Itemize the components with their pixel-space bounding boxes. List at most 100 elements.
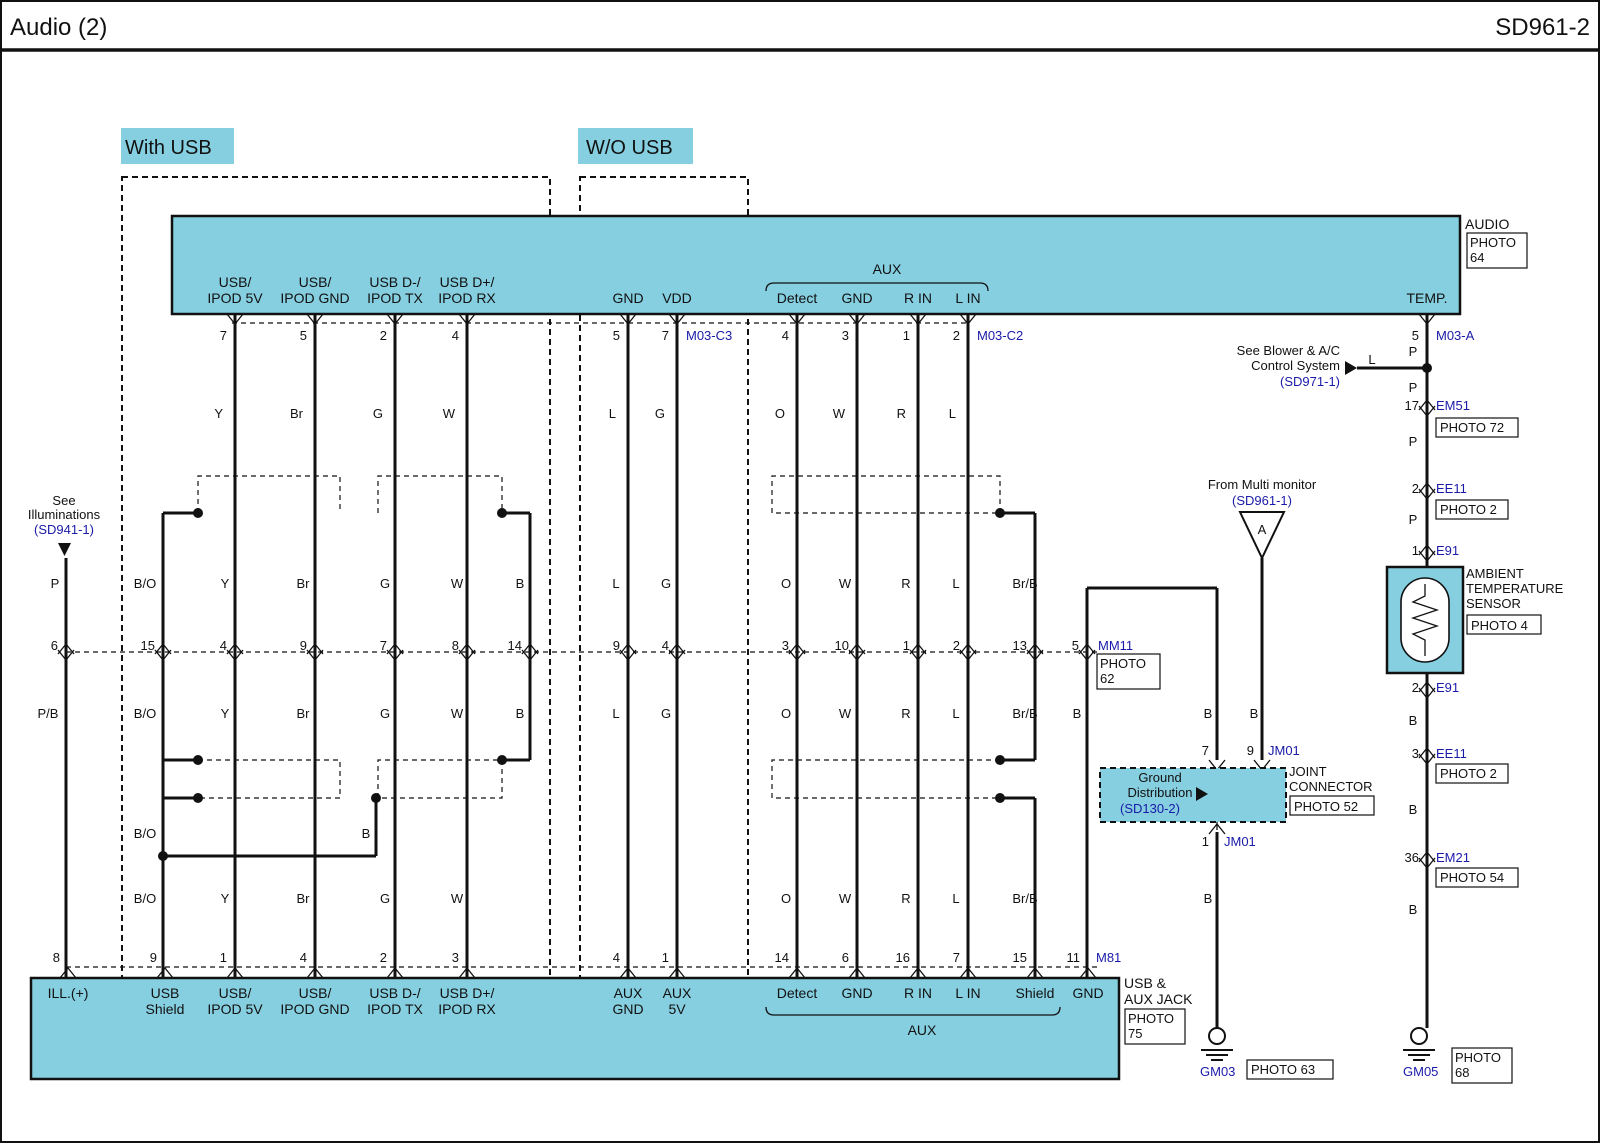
- mm11-photo-line1: PHOTO: [1100, 656, 1146, 671]
- mm11-pin-number: 6: [51, 638, 58, 653]
- wire-color-lower: Br: [297, 891, 311, 906]
- temp-chain-photo-box: [1435, 867, 1519, 888]
- jack-pin-number: 4: [300, 950, 307, 965]
- jm01-top-label: JM01: [1268, 743, 1300, 758]
- mm11-photo-box: [1096, 653, 1161, 690]
- resistor-icon: [1410, 584, 1440, 656]
- wire-color-mid-lower: B/O: [134, 706, 156, 721]
- jack-photo-line1: PHOTO: [1128, 1011, 1174, 1026]
- sensor-name-line2: TEMPERATURE: [1466, 581, 1564, 596]
- wire-color-lower: Y: [221, 891, 230, 906]
- wire-color-upper: L: [949, 406, 956, 421]
- mm11-pin-number: 9: [300, 638, 307, 653]
- temp-chain-chevron: [1418, 753, 1436, 766]
- ground-gm05: GM05 PHOTO 68: [1403, 1027, 1513, 1084]
- jack-photo-line2: 75: [1128, 1026, 1142, 1041]
- jack-pin-label: USB D+/: [440, 985, 495, 1001]
- jack-pin-number: 8: [53, 950, 60, 965]
- jm-wire-color: B: [1204, 891, 1213, 906]
- mm11-chevron-bottom: [848, 649, 866, 662]
- wire-color-mid-upper: W: [839, 576, 852, 591]
- mm11-chevron-top: [386, 642, 404, 655]
- temp-chain-pin: 17: [1405, 398, 1419, 413]
- wire-color-mid-upper: L: [952, 576, 959, 591]
- jack-pin-label: R IN: [904, 985, 932, 1001]
- temp-chain-connector: EE11: [1436, 481, 1467, 496]
- ground-dist-line2: Distribution: [1127, 785, 1192, 800]
- jack-pin-chevron: [156, 966, 174, 979]
- audio-pin-label: USB/: [299, 274, 332, 290]
- with-usb-tag: [121, 128, 234, 164]
- audio-pin-number: 5: [300, 328, 307, 343]
- audio-aux-label: AUX: [873, 261, 902, 277]
- mm11-chevron-bottom: [788, 649, 806, 662]
- wo-usb-tag: [578, 128, 693, 164]
- wire-color-mid-lower: R: [901, 706, 910, 721]
- mm11-pin-number: 9: [613, 638, 620, 653]
- jm01-out-chevron: [1208, 822, 1226, 835]
- audio-aux-brace: [765, 282, 989, 292]
- temp-chain-chevron: [1418, 850, 1436, 863]
- temp-chain-pin: 3: [1412, 746, 1419, 761]
- jack-pin-label: USB: [151, 985, 180, 1001]
- jack-pin-number: 14: [775, 950, 789, 965]
- audio-pin-chevron: [458, 313, 476, 326]
- audio-pin-chevron: [386, 313, 404, 326]
- audio-connector-c3: M03-C3: [686, 328, 732, 343]
- audio-pin-chevron: [909, 313, 927, 326]
- illum-arrow-icon: [58, 543, 71, 556]
- audio-pin-number: 7: [662, 328, 669, 343]
- wire-color-mid-upper: Br/B: [1012, 576, 1037, 591]
- jack-pin-number: 7: [953, 950, 960, 965]
- wire-color-lower: L: [952, 891, 959, 906]
- wire-color-mid-upper: W: [451, 576, 464, 591]
- mm11-chevron-top: [668, 642, 686, 655]
- audio-pin-label: L IN: [955, 290, 980, 306]
- jack-pin-number: 6: [842, 950, 849, 965]
- joint-photo: PHOTO 52: [1294, 799, 1358, 814]
- temp-chain-chevron: [1418, 687, 1436, 700]
- jack-pin-label: USB/: [299, 985, 332, 1001]
- jack-pin-number: 1: [220, 950, 227, 965]
- temp-wire-color: P: [1409, 344, 1418, 359]
- wire-color-mid-lower: W: [839, 706, 852, 721]
- jack-pin-label: AUX: [614, 985, 643, 1001]
- temp-chain-connector: EM51: [1436, 398, 1470, 413]
- sensor-photo-box: [1466, 614, 1542, 635]
- temp-wire-color: B: [1409, 802, 1418, 817]
- blower-wire-color: L: [1368, 352, 1375, 367]
- temp-chain-connector: EM21: [1436, 850, 1470, 865]
- sensor-photo: PHOTO 4: [1471, 618, 1528, 633]
- wire-color-mid-upper: B/O: [134, 576, 156, 591]
- wire-color-upper: G: [373, 406, 383, 421]
- multi-monitor-tag: A: [1258, 522, 1267, 537]
- jack-pin-label: IPOD 5V: [207, 1001, 263, 1017]
- audio-pin-label: VDD: [662, 290, 692, 306]
- jack-pin-chevron: [848, 966, 866, 979]
- temp-chain-photo: PHOTO 2: [1440, 766, 1497, 781]
- jack-pin-label: IPOD RX: [438, 1001, 496, 1017]
- ground-gm05-label: GM05: [1403, 1064, 1438, 1079]
- wire-color-mid-lower: B: [1073, 706, 1082, 721]
- jack-pin-number: 2: [380, 950, 387, 965]
- audio-pin-label: USB D+/: [440, 274, 495, 290]
- wire-color-mid-upper: G: [661, 576, 671, 591]
- temp-chain-photo-box: [1435, 417, 1519, 438]
- temp-chain-connector: E91: [1436, 680, 1459, 695]
- shield-splice-dot: [497, 508, 507, 518]
- mm11-chevron-bottom: [306, 649, 324, 662]
- jack-pin-label: GND: [1072, 985, 1103, 1001]
- temp-chain-chevron: [1418, 857, 1436, 870]
- ground-dist-line1: Ground: [1138, 770, 1181, 785]
- wire-color-mid-lower: Br/B: [1012, 706, 1037, 721]
- wire-color-mid-lower: P/B: [38, 706, 59, 721]
- aux-shield-dot: [995, 793, 1005, 803]
- blower-text-line2: Control System: [1251, 358, 1340, 373]
- mm11-chevron-top: [909, 642, 927, 655]
- jm01-pin-number: 1: [1202, 834, 1209, 849]
- audio-pin-number: 1: [903, 328, 910, 343]
- wire-color-mid-upper: G: [380, 576, 390, 591]
- shield-color-bo: B/O: [134, 826, 156, 841]
- audio-pin-label: IPOD RX: [438, 290, 496, 306]
